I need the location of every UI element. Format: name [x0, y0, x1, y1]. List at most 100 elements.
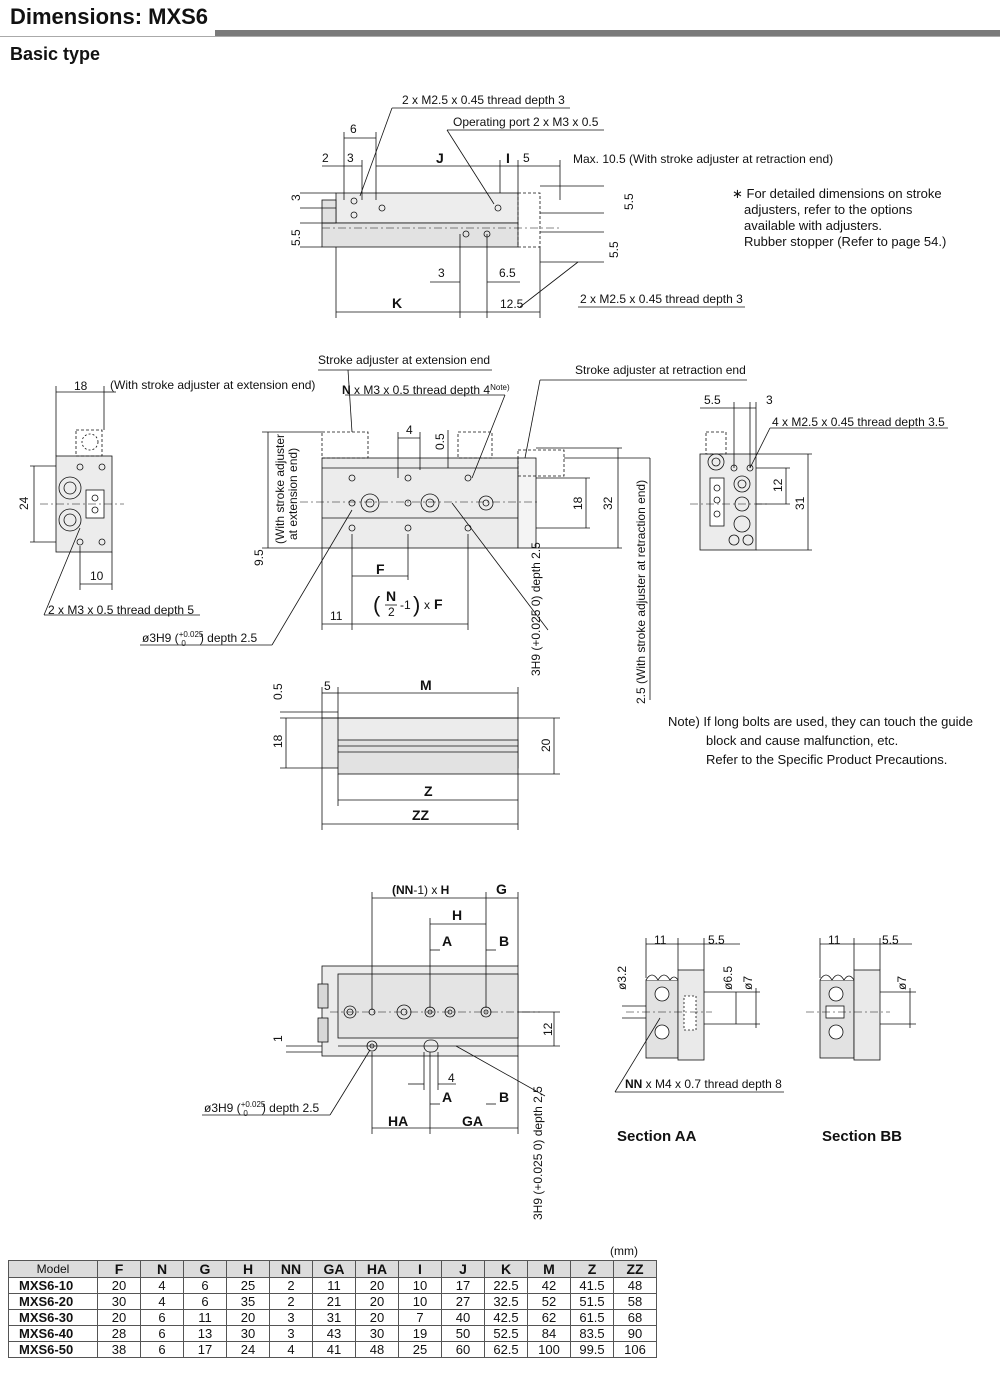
- bottom-view: (NN-1) x H G H A B 12 1 4 A B ø3H9 (+0.0…: [202, 881, 560, 1220]
- right-dim-55: 5.5: [704, 393, 721, 407]
- table-cell: 7: [398, 1309, 442, 1326]
- table-cell: 52: [527, 1293, 571, 1310]
- bottom-dim-1: 1: [271, 1035, 285, 1042]
- table-cell: 30: [97, 1293, 141, 1310]
- bottom-hole-depth: ) depth 2.5: [262, 1101, 320, 1115]
- table-header: HA: [355, 1260, 399, 1278]
- table-cell: 3: [269, 1309, 313, 1326]
- front-dim-18: 18: [571, 496, 585, 510]
- top-thread-label: 2 x M2.5 x 0.45 thread depth 3: [402, 93, 565, 107]
- title-bar: Dimensions: MXS6: [0, 0, 1000, 38]
- right-dim-3: 3: [766, 393, 773, 407]
- table-cell: 28: [97, 1325, 141, 1342]
- top-table: [321, 222, 519, 248]
- front-nf-2: 2: [388, 605, 395, 619]
- bottom-dim-HA: HA: [388, 1113, 408, 1129]
- front-dim-11: 11: [330, 609, 343, 623]
- aa-nn-label: NN x M4 x 0.7 thread depth 8: [625, 1077, 782, 1091]
- table-cell: 58: [613, 1293, 657, 1310]
- table-cell: 50: [441, 1325, 485, 1342]
- front-ext-v1: (With stroke adjuster: [273, 434, 287, 544]
- table-row: MXS6-30 20 6 11 20 3 31 20 7 40 42.5 62 …: [8, 1309, 657, 1326]
- table-header: I: [398, 1260, 442, 1278]
- table-cell: 60: [441, 1341, 485, 1358]
- top-adjuster: [517, 192, 541, 248]
- front-nf-rest: -1: [400, 598, 411, 612]
- bb-dim-11: 11: [828, 933, 841, 947]
- bottom-dim-G: G: [496, 881, 507, 897]
- table-cell: 6: [140, 1309, 184, 1326]
- bottom-dim-GA: GA: [462, 1113, 483, 1129]
- bottom-nnh-a: (NN: [392, 883, 413, 897]
- table-header: F: [97, 1260, 141, 1278]
- table-cell: 6: [183, 1293, 227, 1310]
- left-m3-label: 2 x M3 x 0.5 thread depth 5: [48, 603, 194, 617]
- top-dim-J: J: [436, 150, 444, 166]
- bottom-dim-H: H: [452, 907, 462, 923]
- front-3h9-vertical: 3H9 (+0.025 0) depth 2.5: [529, 542, 543, 676]
- left-dim-24: 24: [17, 496, 31, 510]
- front-sa-ret-label: Stroke adjuster at retraction end: [575, 363, 746, 377]
- front-dim-05: 0.5: [433, 433, 447, 450]
- top-dim-6: 6: [350, 122, 357, 136]
- top-view: 2 x M2.5 x 0.45 thread depth 3 Operating…: [289, 93, 833, 318]
- top-dim-3b: 3: [438, 266, 445, 280]
- table-row: MXS6-40 28 6 13 30 3 43 30 19 50 52.5 84…: [8, 1325, 657, 1342]
- table-cell: 48: [613, 1277, 657, 1294]
- table-header: H: [226, 1260, 270, 1278]
- table-cell: 32.5: [484, 1293, 528, 1310]
- table-cell: 100: [527, 1341, 571, 1358]
- aa-dim-65: ø6.5: [721, 966, 735, 990]
- table-cell: 30: [226, 1325, 270, 1342]
- front-hole-depth: ) depth 2.5: [200, 631, 258, 645]
- top-max-label: Max. 10.5 (With stroke adjuster at retra…: [573, 152, 833, 166]
- front-dim-4: 4: [406, 423, 413, 437]
- side-dim-M: M: [420, 677, 432, 693]
- bottom-dim-12: 12: [541, 1022, 555, 1036]
- front-dim-32: 32: [601, 496, 615, 510]
- table-cell: 2: [269, 1277, 313, 1294]
- table-cell: 106: [613, 1341, 657, 1358]
- table-cell: 3: [269, 1325, 313, 1342]
- table-cell: 48: [355, 1341, 399, 1358]
- bottom-sec-B-top: B: [499, 933, 509, 949]
- table-cell: 20: [355, 1277, 399, 1294]
- front-nf-n: N: [386, 588, 396, 604]
- table-cell: 20: [97, 1309, 141, 1326]
- table-cell: 25: [226, 1277, 270, 1294]
- table-header: Model: [8, 1260, 98, 1278]
- right-dim-31: 31: [793, 496, 807, 510]
- table-cell: 4: [140, 1277, 184, 1294]
- bottom-sec-A-top: A: [442, 933, 452, 949]
- table-row: MXS6-50 38 6 17 24 4 41 48 25 60 62.5 10…: [8, 1341, 657, 1358]
- drawing-canvas: 2 x M2.5 x 0.45 thread depth 3 Operating…: [17, 93, 948, 1220]
- table-header: G: [183, 1260, 227, 1278]
- table-cell: 84: [527, 1325, 571, 1342]
- top-dim-125: 12.5: [500, 297, 524, 311]
- aa-nn-text: x M4 x 0.7 thread depth 8: [642, 1077, 782, 1091]
- table-header: J: [441, 1260, 485, 1278]
- top-dim-65: 6.5: [499, 266, 516, 280]
- table-cell: 20: [355, 1309, 399, 1326]
- table-cell: 99.5: [570, 1341, 614, 1358]
- adjuster-note: ∗ For detailed dimensions on stroke adju…: [732, 186, 946, 250]
- top-dim-55c: 5.5: [607, 241, 621, 258]
- table-cell: 17: [441, 1277, 485, 1294]
- table-cell: 6: [140, 1341, 184, 1358]
- aa-nn-symbol: NN: [625, 1077, 642, 1091]
- front-n-symbol: N: [342, 383, 351, 397]
- table-cell: 20: [226, 1309, 270, 1326]
- table-cell: 10: [398, 1277, 442, 1294]
- bolt-note-line-3: Refer to the Specific Product Precaution…: [706, 752, 948, 767]
- table-cell: MXS6-10: [8, 1277, 98, 1294]
- bottom-sec-A-bot: A: [442, 1089, 452, 1105]
- aa-dim-32: ø3.2: [615, 966, 629, 990]
- right-end-view: 5.5 3 4 x M2.5 x 0.45 thread depth 3.5 1…: [690, 393, 948, 551]
- table-cell: 41: [312, 1341, 356, 1358]
- table-cell: 40: [441, 1309, 485, 1326]
- table-cell: 21: [312, 1293, 356, 1310]
- table-cell: 25: [398, 1341, 442, 1358]
- table-header: ZZ: [613, 1260, 657, 1278]
